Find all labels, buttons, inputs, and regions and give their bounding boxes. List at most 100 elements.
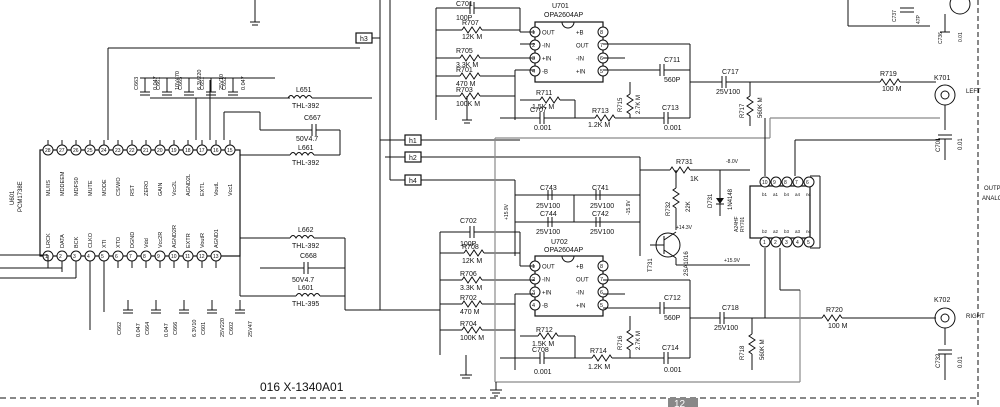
c712-ref: C712 [664,295,681,302]
dac-pin-number: 13 [213,254,219,260]
dac-pin-4 [84,250,96,262]
relay-pin-name: a3 [795,229,801,234]
net-tag-h3-label: h3 [360,36,368,43]
c701-ref: C701 [456,1,473,8]
left-label: LEFT [966,89,981,95]
relay-pin-name: nc [806,192,812,197]
r715-val: 2.7K M [636,95,642,114]
l662-ref: L662 [298,227,314,234]
dac-pin-number: 9 [157,254,160,260]
page-number: 12 [674,399,686,407]
cap-value: 0.047 [164,323,170,337]
dac-pin-number: 16 [213,148,219,154]
dac-pin-number: 12 [199,254,205,260]
dac-part: PCM1738E [18,181,24,212]
v14-label: +14.3V [676,225,693,231]
opamp-pin-7 [597,273,609,285]
dac-pin-7 [126,250,138,262]
r701-ref: R701 [456,67,473,74]
dac-pin-number: 19 [171,148,177,154]
c713-ref: C713 [662,105,679,112]
c741-ref: C741 [592,185,609,192]
c708-ref: C708 [532,347,549,354]
relay-pin-number: 9 [773,180,776,186]
dac-pin-16 [210,144,222,156]
dac-pin-8 [140,250,152,262]
cap-value: 10V470 [175,71,181,90]
dac-pin-21 [140,144,152,156]
c701-val: 100P [456,15,473,22]
dac-pin-number: 24 [101,148,107,154]
dac-pin-13 [210,250,222,262]
relay-pin-10 [759,176,771,188]
t731-ref: T731 [648,258,654,272]
opamp-pin-7 [597,39,609,51]
opamp-pin-number: 5 [600,303,603,309]
dac-pin-name: CLKO [88,232,94,248]
u701-body [534,21,604,83]
dac-body [39,149,241,257]
opamp-pin-number: 2 [532,43,535,49]
dac-pin-17 [196,144,208,156]
dac-pin-name: GAIN [158,183,164,196]
opamp-pin-number: 1 [532,30,535,36]
relay-pin-number: 4 [796,240,799,246]
dac-pin-number: 22 [129,148,135,154]
c714-ref: C714 [662,345,679,352]
opamp-pin-number: 6 [600,56,603,62]
opamp-pin-number: 4 [532,69,535,75]
dac-pin-number: 25 [87,148,93,154]
relay-pin-6 [803,176,815,188]
dac-pin-22 [126,144,138,156]
c744-val: 25V100 [536,229,560,236]
opamp-pin-name: -IN [576,291,584,297]
r720-ref: R720 [826,307,843,314]
c736-val: 0.01 [958,32,964,42]
drawing-footer: 016 X-1340A01 12 [0,380,980,407]
relay-pin-name: a1 [773,192,779,197]
cap-value: 25V47 [248,321,254,337]
relay-pin-name: b1 [762,192,768,197]
dac-pin-name: ZERO [144,180,150,196]
cap-ref: C652 [222,77,228,90]
cap-value: 0.047 [153,76,159,90]
u702-body [534,255,604,317]
relay-pin-number: 1 [763,240,766,246]
left-output-filter: L651 THL-392 C667 50V4.7 L661 THL-392 [224,87,372,167]
opamp-pin-4 [529,299,541,311]
c711-val: 560P [664,77,681,84]
k702-label: K702 [934,297,950,304]
opamp-pin-name: OUT [576,278,589,284]
ground-return-bus [494,117,940,383]
r719-ref: R719 [880,71,897,78]
dac-rail-wires [107,0,360,140]
v-pos2-label: +15.9V [724,258,741,264]
opamp-pin-name: -IN [542,278,550,284]
relay-pin-4 [792,236,804,248]
l662-val: THL-392 [292,243,319,250]
dac-top-pins: 28ML/IIS27MDDEEM26MDFS025MUTE24MODE23CS/… [42,140,236,196]
bottom-stage-network: C702 100P R708 12K M R706 3.3K M R702 47… [439,218,936,379]
dac-input-bus [0,254,105,330]
dac-pin-name: XTO [116,236,122,248]
r708-val: 12K M [462,258,482,265]
dac-pin-number: 26 [73,148,79,154]
u702-ref: U702 [551,239,568,246]
opamp-pin-number: 3 [532,56,535,62]
c743-ref: C743 [540,185,557,192]
relay-pin-name: a2 [773,229,779,234]
r732-ref: R732 [666,201,672,216]
l661-val: THL-392 [292,160,319,167]
cap-ref: C664 [145,322,151,335]
k701-label: K701 [934,75,950,82]
opamp-pin-number: 1 [532,264,535,270]
opamp-pin-8 [597,26,609,38]
dac-pin-number: 6 [115,254,118,260]
dac-pin-name: VoutL [214,182,220,196]
c742-val: 25V100 [590,229,614,236]
dac-pin-number: 1 [45,254,48,260]
r706-val: 3.3K M [460,285,482,292]
